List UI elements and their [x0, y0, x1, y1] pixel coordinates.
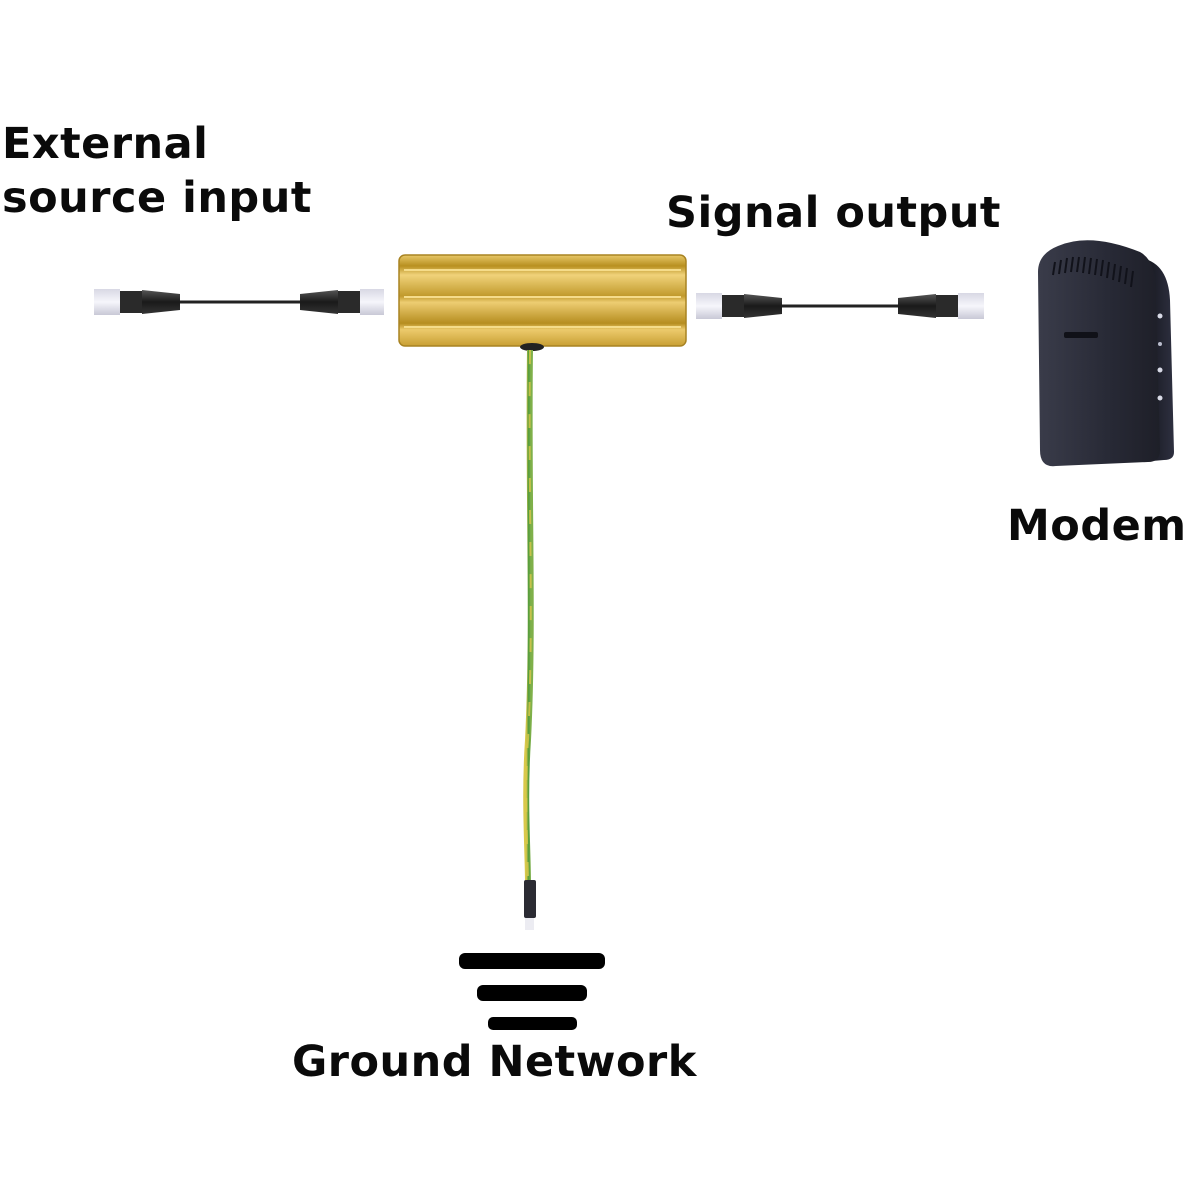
ground-wire-grommet: [520, 343, 544, 351]
status-led: [1157, 395, 1163, 401]
ground-wire-tip: [525, 918, 534, 930]
cable-boot-left-taper: [744, 294, 782, 318]
surge-protector: [398, 254, 687, 351]
ground-wire-terminal: [524, 880, 536, 918]
rj45-plug-left: [696, 293, 722, 319]
input-cable: [94, 289, 384, 315]
cable-boot-right-taper: [300, 290, 338, 314]
modem: [1038, 240, 1174, 467]
cable-boot-left-taper: [142, 290, 180, 314]
ground-bar-3: [488, 1017, 577, 1030]
external-source-input-label: External source input: [2, 118, 312, 226]
cable-boot-left: [722, 295, 744, 317]
cable-boot-right: [936, 295, 958, 317]
modem-front: [1038, 240, 1160, 467]
rj45-plug-right: [958, 293, 984, 319]
rj45-plug-right: [360, 289, 384, 315]
cable-boot-right: [338, 291, 360, 313]
signal-output-label: Signal output: [666, 188, 1001, 238]
vent-slots: [1052, 256, 1134, 288]
ground-symbol: [459, 953, 605, 1030]
status-led: [1158, 342, 1162, 346]
cable-boot-left: [120, 291, 142, 313]
label-line-1: External: [2, 119, 209, 169]
rj45-plug-left: [94, 289, 120, 315]
ground-bar-2: [477, 985, 587, 1001]
output-cable: [696, 293, 984, 319]
cable-boot-right-taper: [898, 294, 936, 318]
ground-bar-1: [459, 953, 605, 969]
status-led: [1157, 367, 1163, 373]
brand-logo-mark: [1064, 332, 1098, 338]
modem-label: Modem: [1007, 501, 1187, 551]
ground-network-label: Ground Network: [292, 1037, 697, 1087]
label-line-2: source input: [2, 172, 312, 223]
status-led: [1157, 313, 1163, 319]
ground-wire: [523, 349, 536, 930]
